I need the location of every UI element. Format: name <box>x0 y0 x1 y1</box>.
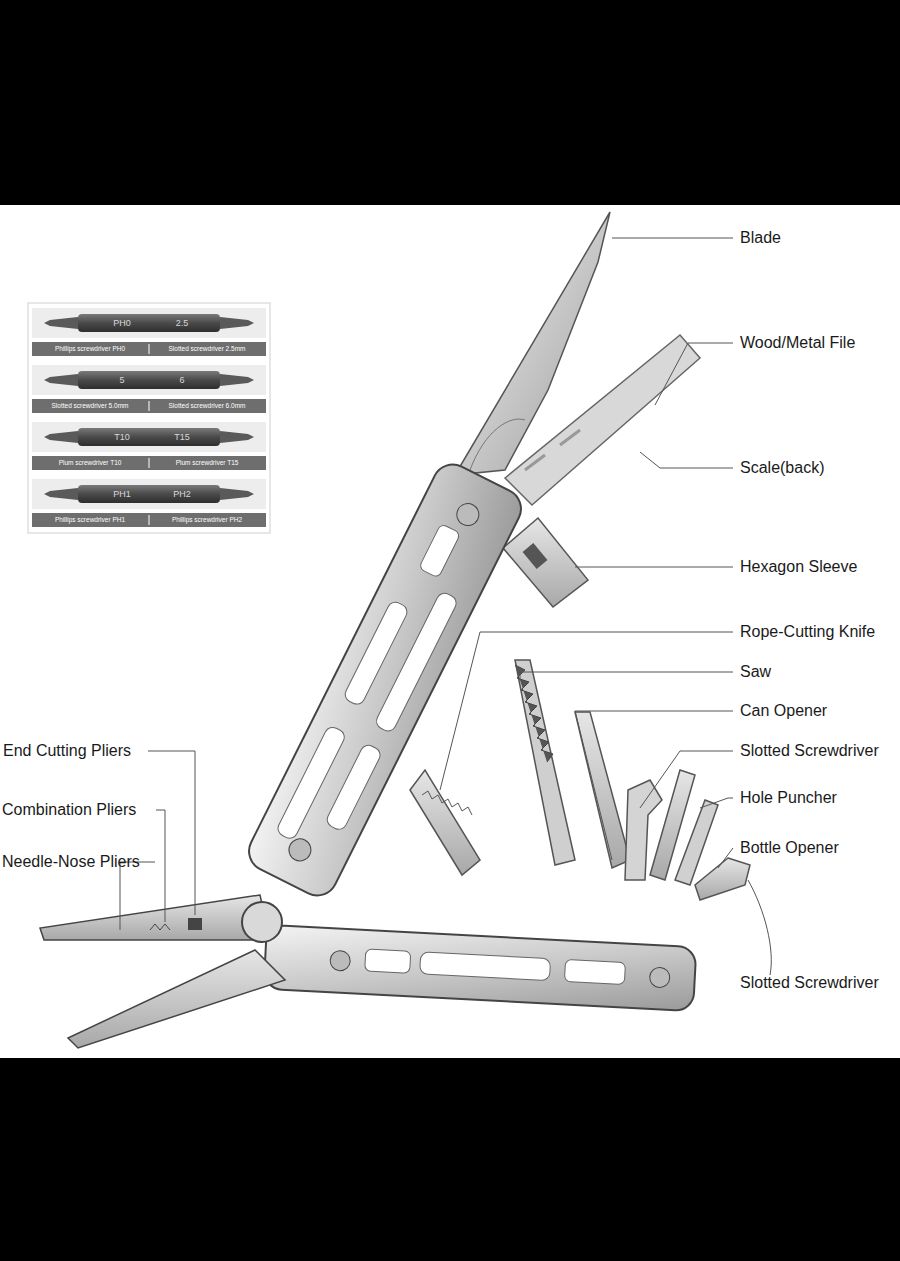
bit-marking: 5 <box>119 375 124 385</box>
part-label: Hole Puncher <box>740 789 837 807</box>
part-label: Combination Pliers <box>2 801 136 819</box>
bit-marking: PH1 <box>113 489 131 499</box>
bit-caption: Plum screwdriver T15 <box>176 459 239 467</box>
part-label: Slotted Screwdriver <box>740 974 879 992</box>
part-label: Slotted Screwdriver <box>740 742 879 760</box>
bit-caption: Slotted screwdriver 2.5mm <box>169 345 246 353</box>
bit-caption: Phillips screwdriver PH2 <box>172 516 242 524</box>
bit-marking: 6 <box>179 375 184 385</box>
bit-caption: Slotted screwdriver 5.0mm <box>52 402 129 410</box>
bit-marking: PH0 <box>113 318 131 328</box>
part-label: Rope-Cutting Knife <box>740 623 875 641</box>
bit-marking: 2.5 <box>176 318 189 328</box>
bit-caption: Slotted screwdriver 6.0mm <box>169 402 246 410</box>
part-label: Scale(back) <box>740 459 824 477</box>
bit-caption: Plum screwdriver T10 <box>59 459 122 467</box>
bit-marking: T15 <box>174 432 190 442</box>
part-label: Blade <box>740 229 781 247</box>
part-label: Wood/Metal File <box>740 334 855 352</box>
bit-marking: PH2 <box>173 489 191 499</box>
bit-caption: Phillips screwdriver PH1 <box>55 516 125 524</box>
part-label: Saw <box>740 663 771 681</box>
part-label: Can Opener <box>740 702 827 720</box>
bit-marking: T10 <box>114 432 130 442</box>
part-label: Hexagon Sleeve <box>740 558 857 576</box>
part-label: Needle-Nose Pliers <box>2 853 140 871</box>
part-label: Bottle Opener <box>740 839 839 857</box>
part-label: End Cutting Pliers <box>3 742 131 760</box>
bit-caption: Phillips screwdriver PH0 <box>55 345 125 353</box>
